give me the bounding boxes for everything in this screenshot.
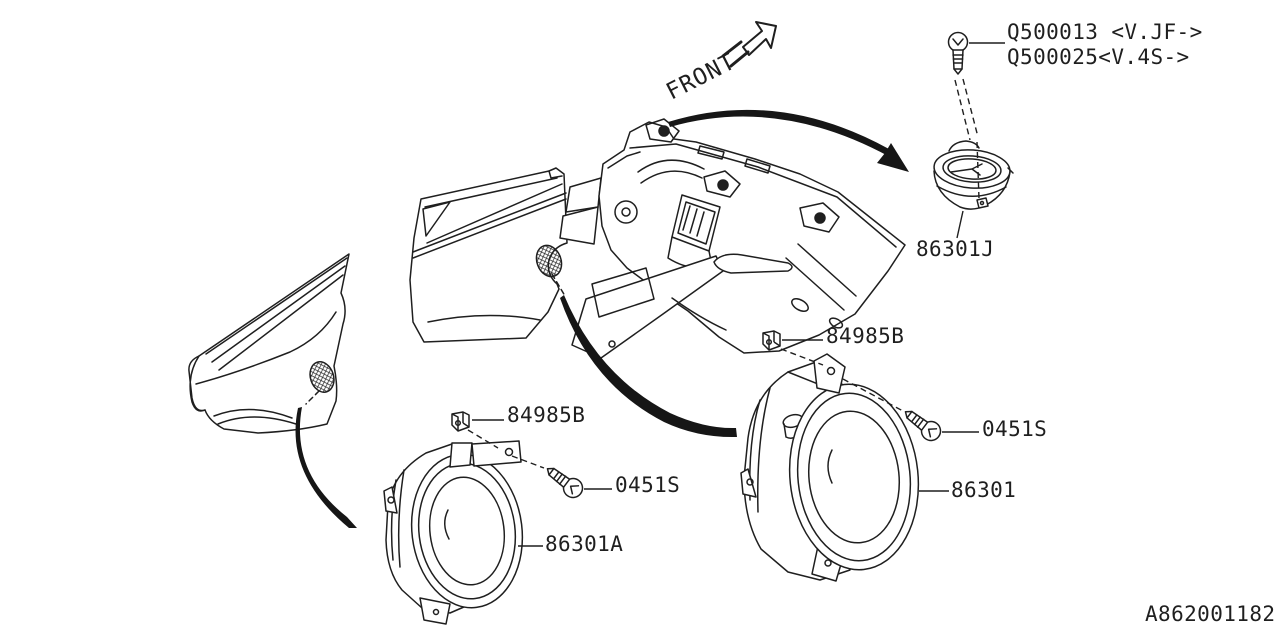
rear-door-speaker-drawing: [383, 440, 524, 625]
dashboard-drawing: [559, 118, 906, 359]
fastener-guide-lines: [467, 78, 980, 469]
tweeter-speaker-drawing: [933, 140, 1014, 210]
rear-speaker-clip-icon: [451, 411, 470, 432]
front-speaker-screw-icon: [904, 410, 942, 442]
front-door-speaker-drawing: [740, 353, 920, 582]
rear-door-panel-drawing: [188, 253, 350, 434]
front-door-panel-drawing: [409, 167, 568, 343]
arrow-swoosh-to-tweeter: [668, 109, 909, 172]
front-direction-arrow-icon: [721, 21, 777, 68]
drawing-number: A862001182: [1145, 602, 1276, 626]
part-label-0451s-rear: 0451S: [615, 473, 681, 497]
part-label-86301j: 86301J: [916, 237, 995, 261]
part-label-84985b-front: 84985B: [826, 324, 905, 348]
part-label-86301a: 86301A: [545, 532, 624, 556]
part-label-86301: 86301: [951, 478, 1017, 502]
part-label-0451s-front: 0451S: [982, 417, 1048, 441]
arrow-swoosh-front-speaker: [560, 295, 737, 438]
part-label-q500013: Q500013 <V.JF->: [1007, 20, 1203, 44]
arrow-swoosh-rear-speaker: [295, 407, 357, 528]
part-label-q500025: Q500025<V.4S->: [1007, 45, 1190, 69]
front-speaker-clip-icon: [762, 330, 781, 351]
part-label-84985b-rear: 84985B: [507, 403, 586, 427]
tweeter-screw-icon: [947, 31, 969, 75]
rear-speaker-screw-icon: [546, 467, 584, 499]
callout-leader-lines: [472, 42, 1005, 547]
